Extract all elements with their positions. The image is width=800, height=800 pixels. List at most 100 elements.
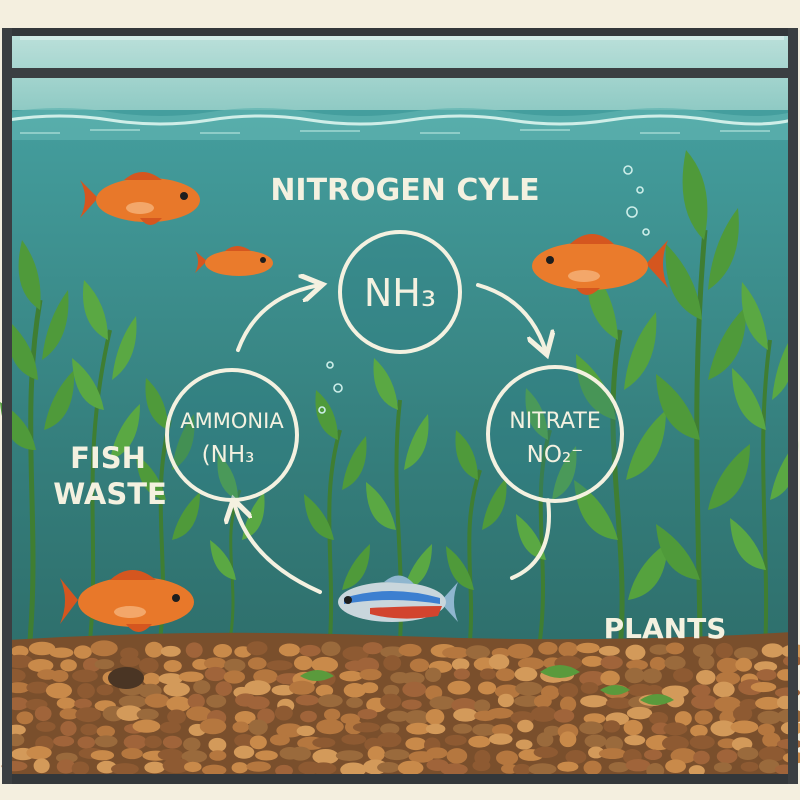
gravel-pebble bbox=[312, 748, 339, 765]
gravel-pebble bbox=[357, 708, 378, 720]
gravel-pebble bbox=[5, 654, 34, 669]
gravel-pebble bbox=[352, 722, 380, 733]
gravel-pebble bbox=[208, 737, 227, 753]
gravel-pebble bbox=[274, 705, 293, 721]
gravel-pebble bbox=[576, 642, 600, 654]
gravel-pebble bbox=[233, 745, 255, 759]
gravel-pebble bbox=[665, 642, 685, 655]
gravel-pebble bbox=[295, 694, 319, 706]
gravel-pebble bbox=[383, 655, 402, 671]
gravel-pebble bbox=[762, 732, 781, 748]
gravel-pebble bbox=[425, 723, 446, 735]
gravel-pebble bbox=[96, 684, 114, 696]
plants-label: PLANTS bbox=[604, 612, 727, 645]
gravel-pebble bbox=[605, 697, 632, 709]
gravel-pebble bbox=[605, 736, 624, 752]
gravel-pebble bbox=[538, 641, 558, 655]
gravel-pebble bbox=[253, 669, 278, 684]
gravel-pebble bbox=[674, 711, 692, 726]
gravel-pebble bbox=[713, 762, 732, 773]
gravel-pebble bbox=[75, 707, 101, 723]
node-nitrate-line1: NITRATE bbox=[509, 409, 600, 434]
gravel-pebble bbox=[404, 710, 430, 726]
gravel-pebble bbox=[716, 657, 740, 674]
gravel-pebble bbox=[507, 643, 534, 659]
gravel-pebble bbox=[324, 708, 341, 721]
fish-waste-label-line2: WASTE bbox=[53, 477, 167, 511]
gravel-pebble bbox=[661, 735, 689, 751]
goldfish-icon bbox=[532, 234, 668, 295]
fish-waste-pellet bbox=[108, 667, 144, 689]
arrow-icon bbox=[510, 498, 551, 580]
gravel-pebble bbox=[380, 723, 400, 735]
gravel-pebble bbox=[16, 711, 34, 725]
gravel-pebble bbox=[626, 706, 653, 720]
gravel-pebble bbox=[144, 761, 165, 774]
gravel-pebble bbox=[598, 748, 627, 760]
gravel-pebble bbox=[163, 659, 182, 673]
gravel-pebble bbox=[49, 647, 74, 658]
gravel-pebble bbox=[53, 735, 75, 747]
gravel-pebble bbox=[362, 642, 383, 655]
gravel-pebble bbox=[740, 761, 759, 772]
gravel-pebble bbox=[59, 708, 80, 720]
gravel-pebble bbox=[203, 657, 227, 670]
gravel-pebble bbox=[56, 697, 76, 710]
gravel-pebble bbox=[183, 737, 201, 752]
gravel-pebble bbox=[717, 738, 737, 749]
gravel-pebble bbox=[181, 750, 208, 764]
gravel-pebble bbox=[623, 719, 643, 736]
gravel-pebble bbox=[757, 710, 782, 725]
gravel-pebble bbox=[5, 682, 31, 694]
gravel-pebble bbox=[34, 706, 52, 722]
gravel-pebble bbox=[167, 709, 186, 725]
gravel-pebble bbox=[360, 682, 379, 694]
gravel-pebble bbox=[293, 655, 313, 671]
gravel-pebble bbox=[138, 657, 159, 674]
gravel-pebble bbox=[710, 720, 737, 737]
gravel-pebble bbox=[60, 721, 77, 737]
gravel-pebble bbox=[26, 746, 52, 760]
gravel-pebble bbox=[625, 759, 651, 772]
gravel-pebble bbox=[663, 722, 688, 736]
gravel-pebble bbox=[643, 749, 663, 761]
gravel-pebble bbox=[496, 750, 519, 766]
gravel-pebble bbox=[342, 646, 369, 661]
gravel-pebble bbox=[187, 693, 205, 709]
gravel-pebble bbox=[316, 719, 344, 735]
gravel-pebble bbox=[515, 739, 533, 750]
neon-tetra-icon bbox=[338, 575, 458, 622]
gravel-pebble bbox=[158, 673, 183, 685]
gravel-pebble bbox=[730, 720, 759, 734]
node-nh3: NH₃ bbox=[338, 230, 462, 354]
gravel-pebble bbox=[249, 735, 267, 750]
gravel-pebble bbox=[234, 710, 256, 725]
gravel-bed bbox=[1, 632, 800, 782]
gravel-pebble bbox=[666, 692, 685, 708]
gravel-pebble bbox=[474, 699, 491, 713]
gravel-pebble bbox=[693, 750, 710, 765]
gravel-pebble bbox=[321, 641, 341, 657]
gravel-pebble bbox=[692, 644, 714, 658]
fish-waste-label-line1: FISH bbox=[70, 441, 146, 475]
gravel-pebble bbox=[425, 708, 445, 725]
plants-left bbox=[0, 240, 265, 641]
gravel-pebble bbox=[45, 682, 72, 699]
gravel-pebble bbox=[665, 759, 686, 774]
gravel-pebble bbox=[406, 722, 431, 735]
gravel-pebble bbox=[144, 735, 162, 749]
gravel-pebble bbox=[517, 719, 534, 733]
gravel-pebble bbox=[119, 655, 141, 667]
gravel-pebble bbox=[223, 658, 246, 673]
gravel-pebble bbox=[713, 681, 735, 698]
gravel-pebble bbox=[359, 668, 382, 681]
gravel-pebble bbox=[276, 723, 304, 738]
gravel-pebble bbox=[447, 680, 471, 695]
gravel-pebble bbox=[343, 683, 366, 698]
gravel-pebble bbox=[565, 750, 587, 764]
gravel-pebble bbox=[625, 644, 646, 661]
tank-frame bbox=[2, 28, 798, 784]
gravel-pebble bbox=[401, 672, 425, 685]
goldfish-icon bbox=[195, 246, 273, 276]
